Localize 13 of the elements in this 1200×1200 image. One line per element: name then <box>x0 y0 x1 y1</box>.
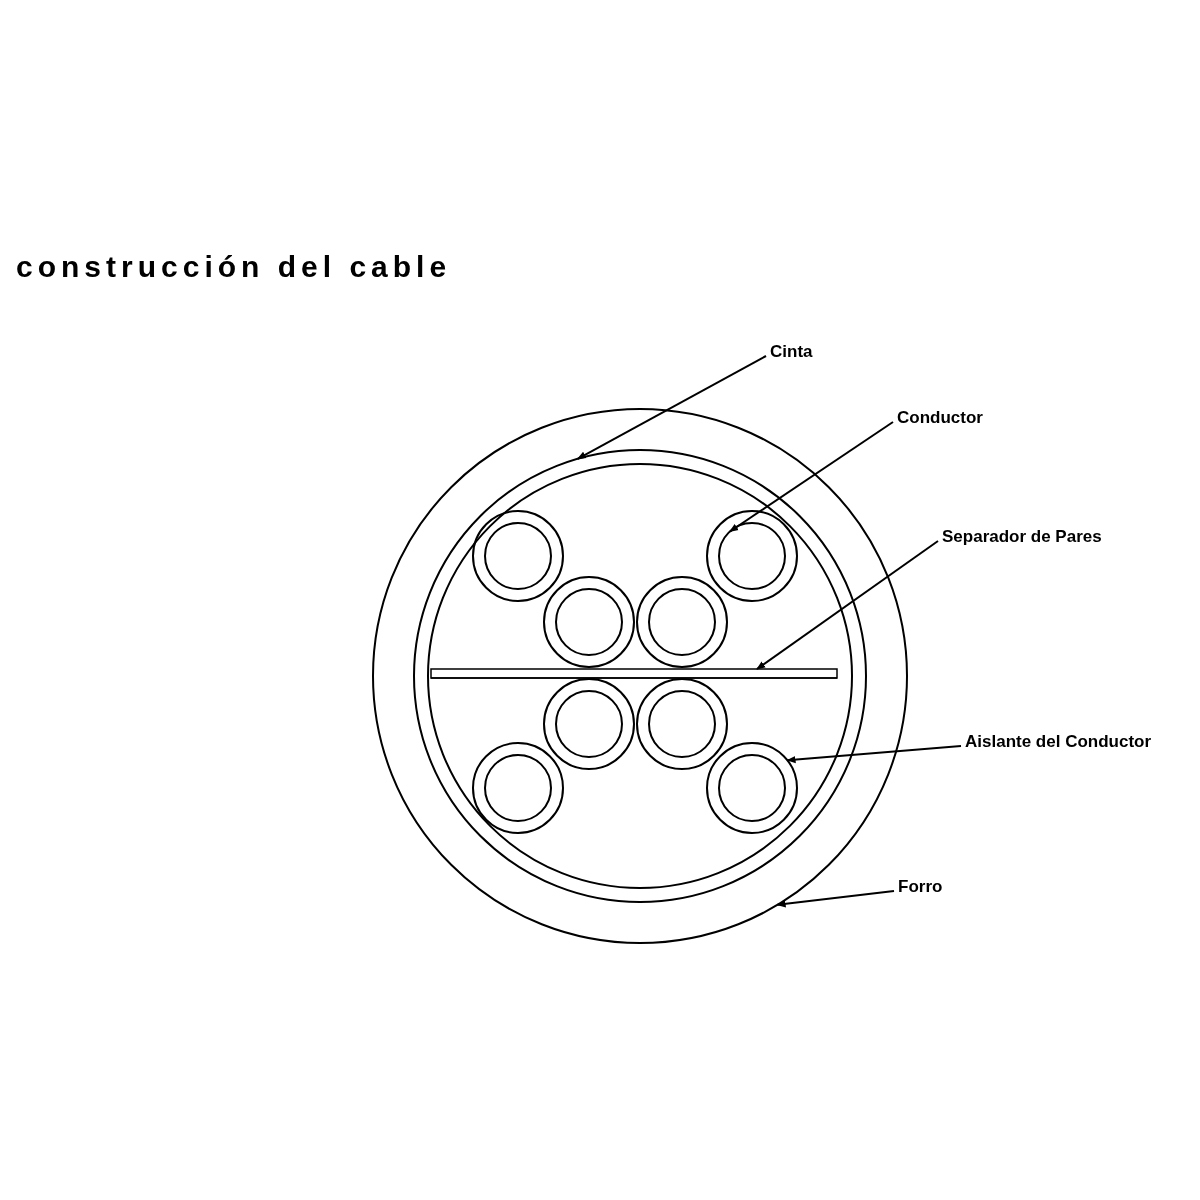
leader-arrow <box>786 745 962 764</box>
part-label: Aislante del Conductor <box>965 732 1152 752</box>
part-label: Forro <box>898 877 943 897</box>
conductor-circle <box>718 522 786 590</box>
part-label: Conductor <box>897 408 983 428</box>
part-label: Separador de Pares <box>942 527 1102 547</box>
leader-arrow <box>576 355 767 460</box>
pair-separator-bar <box>430 668 838 679</box>
part-label: Cinta <box>770 342 813 362</box>
leader-arrow <box>756 540 939 670</box>
title: construcción del cable <box>16 250 452 284</box>
insulation-ring <box>706 742 798 834</box>
leader-arrow <box>776 890 895 908</box>
